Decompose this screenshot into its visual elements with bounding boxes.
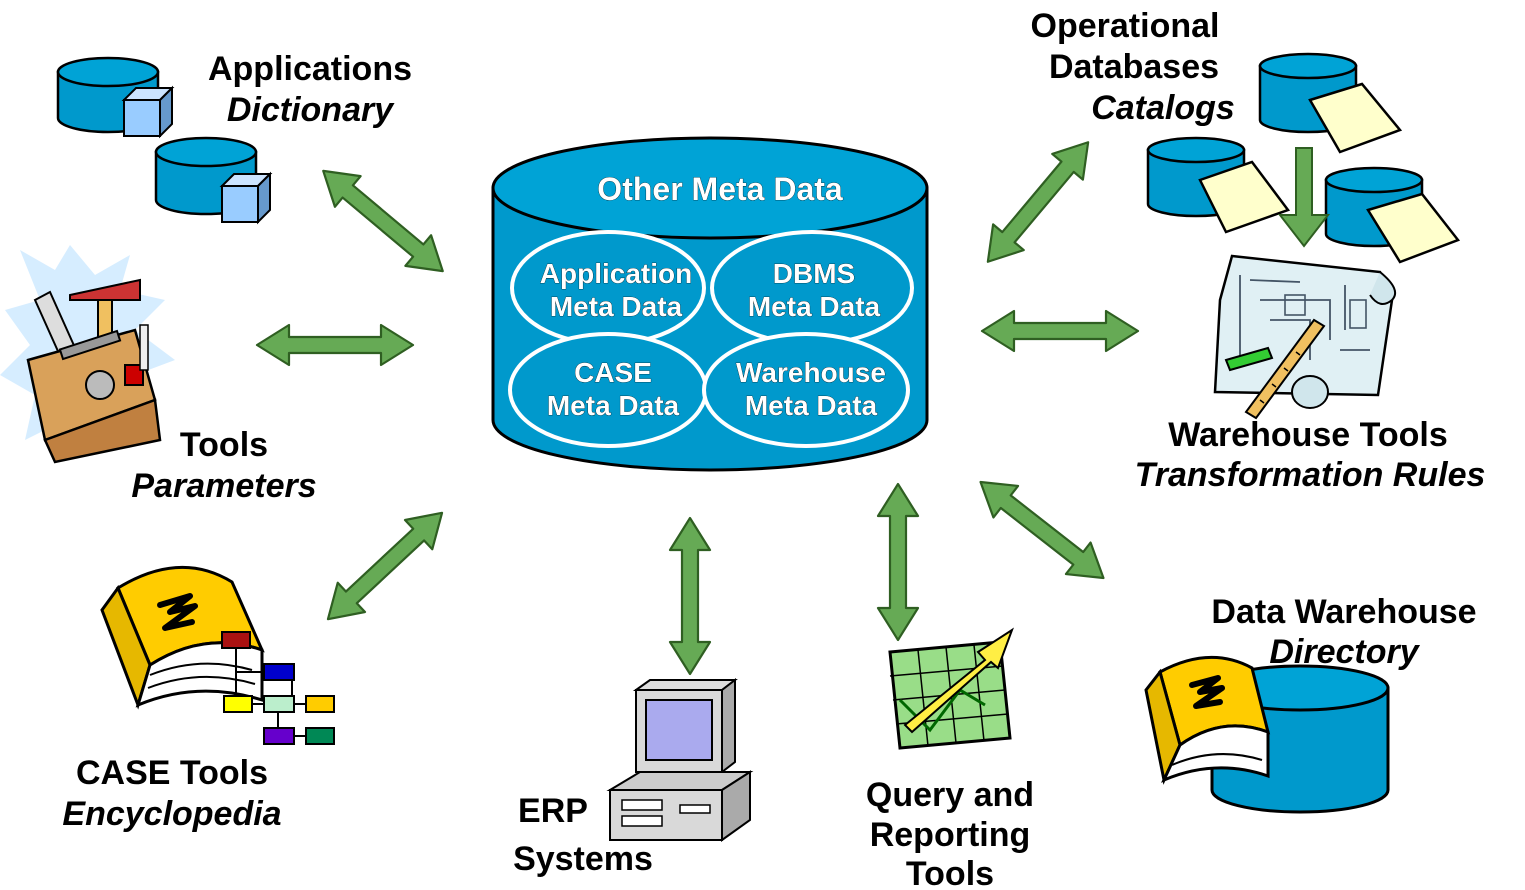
- warehouse-tools-subtitle: Transformation Rules: [1135, 456, 1486, 494]
- query-line1: Query and: [866, 776, 1034, 814]
- document-icon: [1198, 160, 1291, 234]
- chart-icon: [888, 627, 1014, 750]
- cube-icon: [121, 85, 175, 139]
- warehouse-metadata-ellipse: [702, 332, 910, 448]
- applications-title: Applications: [208, 50, 412, 88]
- dw-title: Data Warehouse: [1211, 593, 1476, 631]
- tools-subtitle: Parameters: [131, 467, 316, 505]
- application-metadata-line1: Application: [540, 258, 692, 289]
- case-tools-subtitle: Encyclopedia: [62, 795, 281, 833]
- tools-title: Tools: [180, 426, 268, 464]
- erp-line1: ERP: [518, 792, 588, 830]
- dbms-metadata-line2: Meta Data: [748, 291, 881, 322]
- arrow-data-warehouse: [967, 465, 1117, 595]
- operational-line1: Operational: [1031, 7, 1220, 45]
- case-metadata-line1: CASE: [574, 357, 652, 388]
- arrow-query: [876, 482, 920, 642]
- arrow-applications: [309, 154, 457, 288]
- book-icon: [1144, 655, 1271, 785]
- warehouse-tools-title: Warehouse Tools: [1168, 416, 1448, 454]
- central-title: Other Meta Data: [597, 171, 843, 207]
- down-arrow-icon: [1277, 147, 1331, 248]
- cube-icon: [219, 171, 273, 225]
- erp-line2: Systems: [513, 840, 653, 878]
- warehouse-metadata-line2: Meta Data: [745, 390, 878, 421]
- warehouse-metadata-line1: Warehouse: [736, 357, 886, 388]
- case-tools-title: CASE Tools: [76, 754, 268, 792]
- arrow-tools: [255, 323, 415, 367]
- query-line3: Tools: [906, 855, 994, 890]
- arrow-warehouse-tools: [980, 309, 1140, 353]
- flowchart-icon: [221, 631, 335, 745]
- application-metadata-line2: Meta Data: [550, 291, 683, 322]
- document-icon: [1366, 192, 1461, 264]
- operational-subtitle: Catalogs: [1091, 89, 1235, 127]
- document-icon: [1308, 82, 1403, 154]
- arrow-operational: [971, 128, 1105, 276]
- operational-line2: Databases: [1049, 48, 1219, 86]
- dw-subtitle: Directory: [1269, 633, 1420, 671]
- case-metadata-line2: Meta Data: [547, 390, 680, 421]
- central-metadata-repository: Other Meta Data Application Meta Data DB…: [491, 136, 929, 472]
- toolbox-icon: [0, 245, 175, 464]
- arrow-case-tools: [313, 497, 457, 635]
- dbms-metadata-line1: DBMS: [773, 258, 855, 289]
- arrow-erp: [668, 516, 712, 676]
- computer-icon: [606, 677, 754, 842]
- query-line2: Reporting: [870, 816, 1031, 854]
- applications-subtitle: Dictionary: [227, 91, 395, 129]
- blueprint-icon: [1213, 254, 1396, 420]
